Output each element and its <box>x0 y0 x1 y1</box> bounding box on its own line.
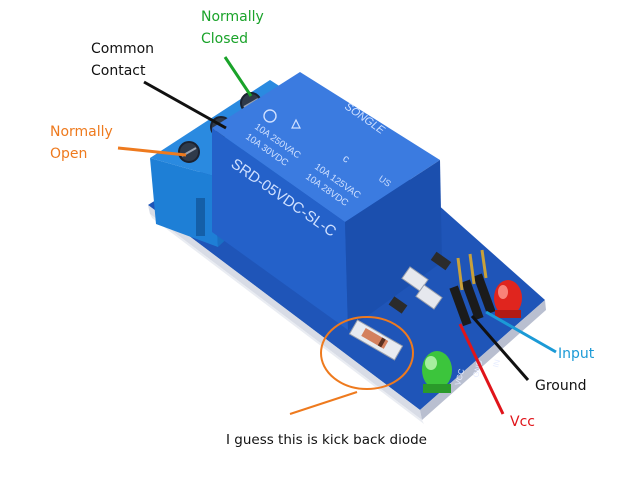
label-normally-open-line-1: Normally <box>50 124 113 140</box>
label-normally-closed-line-2: Closed <box>201 31 249 47</box>
kickback-diode <box>348 319 404 361</box>
normally-open-arrow <box>117 146 187 157</box>
green-led <box>422 351 452 393</box>
normally-closed-arrow <box>223 56 253 97</box>
relay-warning-mark <box>291 118 301 129</box>
diode-highlight-circle <box>320 316 414 390</box>
common-contact-arrow <box>143 80 227 130</box>
label-common-contact: Common Contact <box>91 38 154 82</box>
relay-cqc-mark <box>263 109 277 123</box>
label-normally-open: Normally Open <box>50 121 113 165</box>
label-normally-closed: Normally Closed <box>201 6 264 50</box>
label-normally-closed-line-1: Normally <box>201 9 264 25</box>
label-ground: Ground <box>535 378 587 394</box>
pcb-components <box>388 251 452 314</box>
pin-label-vcc: VCC <box>453 368 466 387</box>
relay-cert-mark: c <box>340 153 352 166</box>
label-normally-open-line-2: Open <box>50 146 88 162</box>
header-pins <box>449 249 496 327</box>
caption-kickback-diode: I guess this is kick back diode <box>226 432 427 448</box>
label-input: Input <box>558 346 595 362</box>
input-arrow <box>485 310 557 354</box>
label-common-contact-line-1: Common <box>91 41 155 57</box>
red-led <box>494 280 522 318</box>
label-vcc: Vcc <box>510 414 535 430</box>
diode-pointer-line <box>289 391 358 415</box>
vcc-arrow <box>458 323 505 415</box>
label-common-contact-line-2: Contact <box>91 63 146 79</box>
ground-arrow <box>470 315 530 381</box>
pin-label-in: IN <box>491 358 502 368</box>
annotation-lines <box>117 56 557 415</box>
